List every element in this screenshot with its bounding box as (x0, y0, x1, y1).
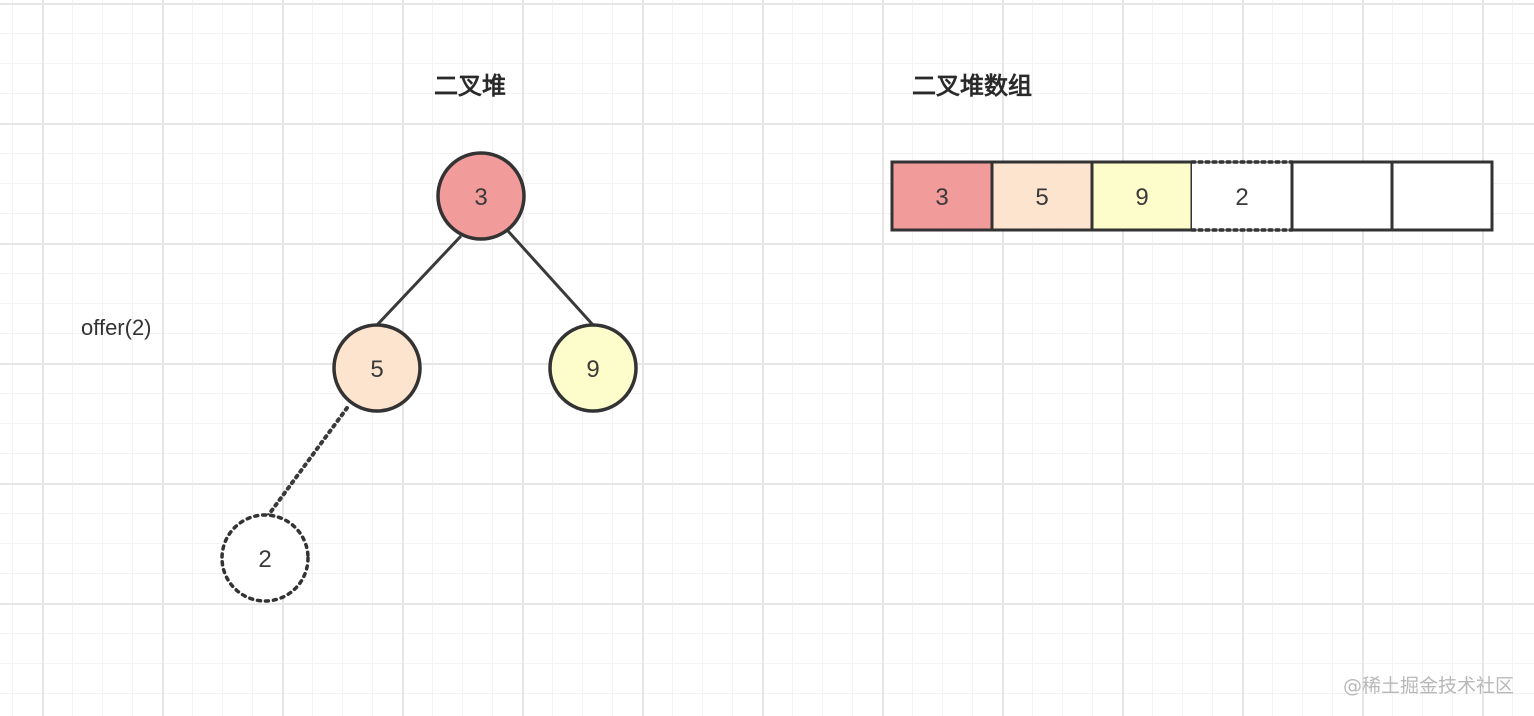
node-label-new: 2 (258, 546, 271, 573)
array-cell-5 (1390, 160, 1494, 232)
node-label-root: 3 (474, 184, 487, 211)
node-label-right: 9 (586, 356, 599, 383)
array-cell-label: 9 (1135, 184, 1148, 211)
tree-edges (265, 229, 595, 519)
tree-node-left: 5 (332, 323, 422, 413)
tree-node-root: 3 (436, 151, 526, 241)
tree-title: 二叉堆 (434, 72, 506, 100)
edge-root-left (375, 234, 463, 327)
array-cell-2: 9 (1090, 160, 1194, 232)
array-title: 二叉堆数组 (912, 72, 1032, 100)
node-label-left: 5 (370, 356, 383, 383)
heap-array: 3 5 9 2 (890, 160, 1494, 232)
tree-node-new: 2 (220, 513, 310, 603)
array-cell-label: 2 (1235, 184, 1248, 211)
tree-node-right: 9 (548, 323, 638, 413)
edge-root-right (506, 229, 595, 327)
edge-left-new (265, 406, 349, 519)
array-cell-label: 5 (1035, 184, 1048, 211)
operation-label: offer(2) (81, 315, 152, 340)
array-cell-3: 2 (1192, 162, 1292, 230)
watermark: @稀土掘金技术社区 (1343, 675, 1514, 697)
tree-nodes: 3 5 9 2 (220, 151, 638, 603)
array-cell-0: 3 (890, 160, 994, 232)
array-cell-4 (1290, 160, 1394, 232)
array-cell-1: 5 (990, 160, 1094, 232)
array-cell-label: 3 (935, 184, 948, 211)
